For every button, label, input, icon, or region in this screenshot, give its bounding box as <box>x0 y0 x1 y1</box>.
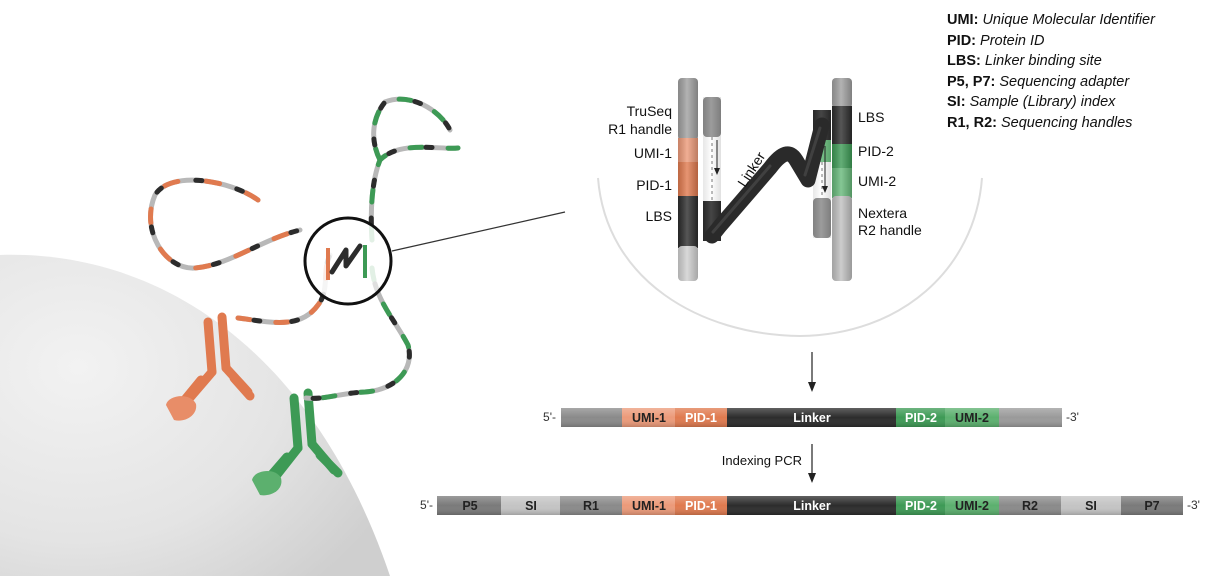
antibody-green <box>252 388 343 496</box>
pid2-zoom-label: PID-2 <box>858 143 894 159</box>
construct1-three-prime: -3' <box>1066 410 1079 424</box>
c1-linker-text: Linker <box>793 411 831 425</box>
umi1-zoom-label: UMI-1 <box>634 145 672 161</box>
legend-key: R1, R2: <box>947 114 997 131</box>
c1-umi1-text: UMI-1 <box>632 411 666 425</box>
c1-umi2-text: UMI-2 <box>955 411 989 425</box>
cell-surface <box>0 254 390 576</box>
legend-row-r1r2: R1, R2: Sequencing handles <box>947 113 1155 134</box>
legend-key: P5, P7: <box>947 73 996 90</box>
c2-pid2-text: PID-2 <box>905 499 937 513</box>
lbs-left-label: LBS <box>646 208 672 224</box>
legend-key: SI: <box>947 94 966 111</box>
legend-desc: Sample (Library) index <box>969 94 1116 111</box>
left-strand <box>678 78 721 281</box>
c2-p5-text: P5 <box>462 499 477 513</box>
legend-row-p5p7: P5, P7: Sequencing adapter <box>947 72 1155 93</box>
linker-strand <box>704 117 830 244</box>
magnifier-circle <box>303 211 566 306</box>
legend-row-lbs: LBS: Linker binding site <box>947 51 1155 72</box>
nextera-label-2: R2 handle <box>858 222 922 238</box>
legend-desc: Linker binding site <box>984 53 1102 70</box>
c1-pid1-text: PID-1 <box>685 411 717 425</box>
dna-strands <box>148 96 461 401</box>
legend-row-pid: PID: Protein ID <box>947 31 1155 52</box>
zoom-panel: Linker TruSeq R1 handle UMI-1 PID-1 LBS … <box>597 78 983 338</box>
legend-key: LBS: <box>947 53 981 70</box>
truseq-label-2: R1 handle <box>608 121 672 137</box>
construct2-three-prime: -3' <box>1187 498 1200 512</box>
pid1-zoom-label: PID-1 <box>636 177 672 193</box>
c2-p7-text: P7 <box>1144 499 1159 513</box>
c2-umi1-text: UMI-1 <box>632 499 666 513</box>
c1-pid2-text: PID-2 <box>905 411 937 425</box>
construct-2: 5'- P5 SI R1 UMI-1 PID-1 Linker PID-2 UM… <box>420 496 1200 515</box>
umi2-zoom-label: UMI-2 <box>858 173 896 189</box>
legend-desc: Sequencing handles <box>1001 114 1133 131</box>
down-arrow-1 <box>808 352 816 392</box>
legend-key: UMI: <box>947 12 979 28</box>
construct1-five-prime: 5'- <box>543 410 556 424</box>
lbs-right-label: LBS <box>858 109 884 125</box>
c2-pid1-text: PID-1 <box>685 499 717 513</box>
nextera-label-1: Nextera <box>858 205 907 221</box>
c2-linker-text: Linker <box>793 499 831 513</box>
legend-row-si: SI: Sample (Library) index <box>947 92 1155 113</box>
truseq-label-1: TruSeq <box>627 103 672 119</box>
indexing-pcr-label: Indexing PCR <box>722 453 802 468</box>
down-arrow-2 <box>808 444 816 483</box>
c2-umi2-text: UMI-2 <box>955 499 989 513</box>
legend-row-umi: UMI: Unique Molecular Identifier <box>947 10 1155 31</box>
c2-si1-text: SI <box>525 499 537 513</box>
antibody-orange <box>166 312 255 421</box>
legend-key: PID: <box>947 32 976 49</box>
legend-desc: Sequencing adapter <box>999 73 1130 90</box>
c2-si2-text: SI <box>1085 499 1097 513</box>
construct2-five-prime: 5'- <box>420 498 433 512</box>
abbreviation-legend: UMI: Unique Molecular Identifier PID: Pr… <box>947 10 1155 134</box>
c2-r1-text: R1 <box>583 499 599 513</box>
construct-1: 5'- UMI-1 PID-1 Linker PID-2 UMI-2 -3' <box>543 408 1079 427</box>
right-strand <box>813 78 852 281</box>
legend-desc: Unique Molecular Identifier <box>982 12 1155 28</box>
c2-r2-text: R2 <box>1022 499 1038 513</box>
legend-desc: Protein ID <box>980 32 1045 49</box>
